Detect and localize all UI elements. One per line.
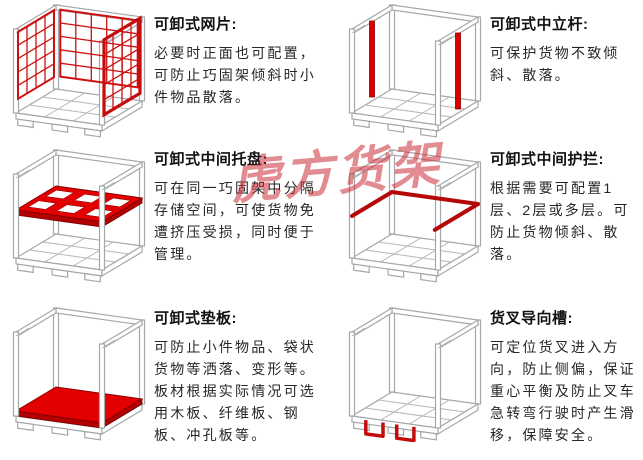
feature-panel-mesh: 可卸式网片: 必要时正面也可配置，可防止巧固架倾斜时小件物品散落。: [0, 0, 332, 142]
feature-panel-pad-board: 可卸式垫板: 可防止小件物品、袋状货物等洒落、变形等。板材根据实际情况可选用木板…: [0, 298, 332, 460]
feature-description: 必要时正面也可配置，可防止巧固架倾斜时小件物品散落。: [154, 45, 316, 105]
feature-text-fork-guide: 货叉导向槽: 可定位货叉进入方向，防止侧偏，保证重心平衡及防止叉车急转弯行驶时产…: [486, 298, 643, 446]
fork-guide-slot-illustration: [348, 306, 482, 442]
feature-description: 可在同一巧固架中分隔存储空间，可使货物免遭挤压受损，同时便于管理。: [154, 180, 316, 262]
feature-text-middle-pole: 可卸式中立杆: 可保护货物不致倾斜、散落。: [486, 0, 643, 86]
feature-panel-middle-tray: 可卸式中间托盘: 可在同一巧固架中分隔存储空间，可使货物免遭挤压受损，同时便于管…: [0, 142, 332, 298]
feature-description: 可定位货叉进入方向，防止侧偏，保证重心平衡及防止叉车急转弯行驶时产生滑移，保障安…: [490, 339, 636, 443]
feature-panel-fork-guide: 货叉导向槽: 可定位货叉进入方向，防止侧偏，保证重心平衡及防止叉车急转弯行驶时产…: [332, 298, 643, 460]
feature-title: 可卸式网片:: [154, 16, 237, 33]
removable-middle-tray-illustration: [12, 148, 146, 283]
feature-text-mesh: 可卸式网片: 必要时正面也可配置，可防止巧固架倾斜时小件物品散落。: [150, 0, 324, 108]
feature-title: 可卸式中间托盘:: [154, 151, 268, 168]
feature-description: 可保护货物不致倾斜、散落。: [490, 45, 620, 83]
feature-panel-middle-pole: 可卸式中立杆: 可保护货物不致倾斜、散落。: [332, 0, 643, 142]
feature-panel-middle-guardrail: 可卸式中间护拦: 根据需要可配置1层、2层或多层。可防止货物倾斜、散落。: [332, 142, 643, 298]
feature-text-pad-board: 可卸式垫板: 可防止小件物品、袋状货物等洒落、变形等。板材根据实际情况可选用木板…: [150, 298, 324, 446]
removable-pad-board-illustration: [12, 306, 146, 441]
feature-description: 可防止小件物品、袋状货物等洒落、变形等。板材根据实际情况可选用木板、纤维板、钢板…: [154, 339, 316, 443]
feature-title: 货叉导向槽:: [490, 310, 573, 327]
removable-middle-guardrail-illustration: [348, 148, 482, 283]
feature-text-middle-guardrail: 可卸式中间护拦: 根据需要可配置1层、2层或多层。可防止货物倾斜、散落。: [486, 142, 643, 265]
feature-title: 可卸式垫板:: [154, 310, 237, 327]
feature-description: 根据需要可配置1层、2层或多层。可防止货物倾斜、散落。: [490, 180, 630, 262]
removable-mesh-panel-illustration: [12, 3, 146, 138]
feature-title: 可卸式中间护拦:: [490, 151, 604, 168]
feature-title: 可卸式中立杆:: [490, 16, 589, 33]
removable-middle-pole-illustration: [348, 3, 482, 138]
feature-text-middle-tray: 可卸式中间托盘: 可在同一巧固架中分隔存储空间，可使货物免遭挤压受损，同时便于管…: [150, 142, 324, 265]
